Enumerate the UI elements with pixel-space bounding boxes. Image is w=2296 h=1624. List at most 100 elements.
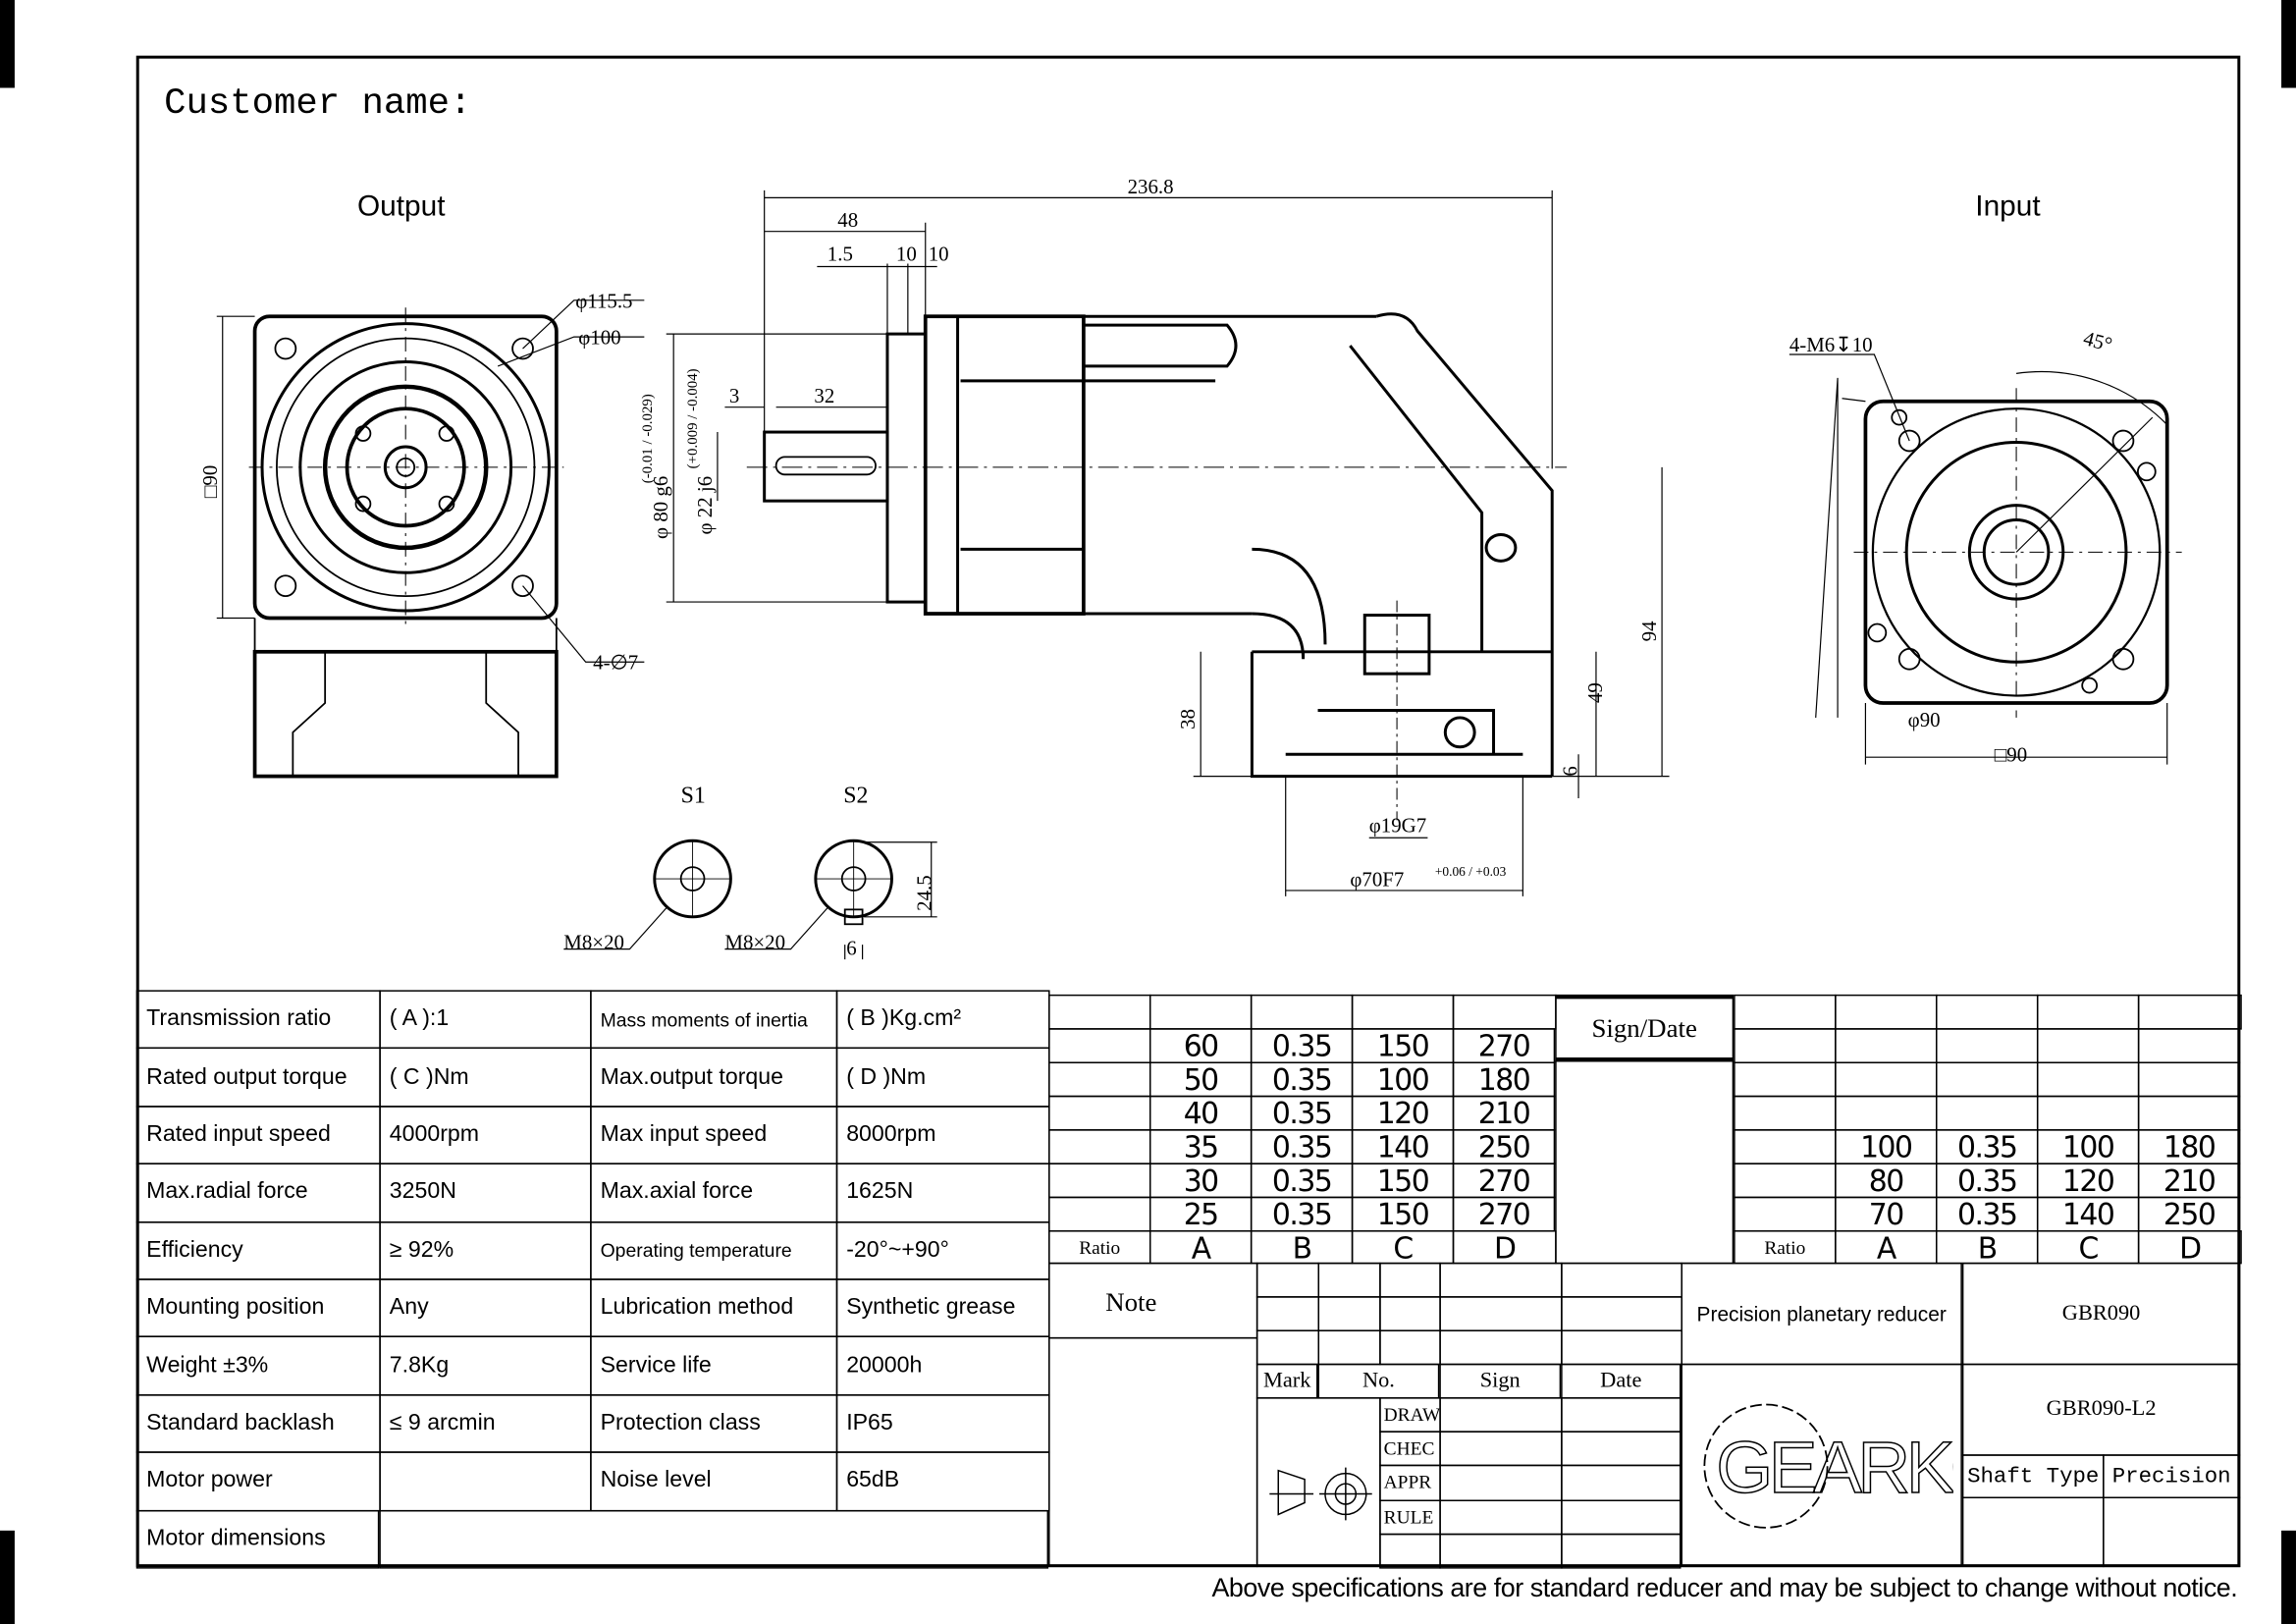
ratio-value: 0.35	[1250, 1061, 1354, 1098]
ratio-value: 150	[1351, 1163, 1455, 1199]
ratio-header: C	[2036, 1230, 2140, 1265]
ratio-table-cell	[1734, 1028, 1837, 1063]
ratio-value: 250	[1452, 1129, 1556, 1164]
ratio-value: 210	[2137, 1163, 2241, 1199]
ratio-header: Ratio	[1048, 1230, 1151, 1265]
ratio-header: B	[1250, 1230, 1354, 1265]
ratio-value: 250	[2137, 1196, 2241, 1232]
spec-label: Mass moments of inertia	[590, 990, 838, 1050]
customer-name-label: Customer name:	[164, 81, 472, 125]
ratio-table-cell	[1734, 1129, 1837, 1164]
spec-value: Any	[379, 1278, 592, 1338]
input-holes-dim: 4-M6↧10	[1789, 333, 1873, 356]
ratio-table-cell	[1148, 994, 1253, 1030]
precision-value	[2103, 1496, 2241, 1568]
spec-value: ( C )Nm	[379, 1048, 592, 1108]
ratio-value	[1835, 1095, 1938, 1131]
sign-date-label: Sign/Date	[1555, 994, 1735, 1062]
ratio-value: 100	[1351, 1061, 1455, 1098]
ratio-value: 30	[1148, 1163, 1253, 1199]
ratio-value	[1936, 1095, 2039, 1131]
shaft-sections	[563, 839, 937, 960]
ratio-table-cell	[1734, 1196, 1837, 1232]
approval-sign-cell	[1439, 1431, 1563, 1467]
precision-label: Precision	[2103, 1454, 2241, 1499]
spec-label: Service life	[590, 1336, 838, 1396]
spec-label: Mounting position	[135, 1278, 381, 1338]
spec-value: 20000h	[835, 1336, 1050, 1396]
section-s2-label: S2	[843, 783, 868, 808]
ratio-value	[2036, 1095, 2140, 1131]
output-view-label: Output	[356, 189, 446, 223]
height-38-dim: 38	[1176, 709, 1200, 730]
approval-appr-label: APPR	[1379, 1465, 1441, 1501]
ratio-table-cell	[1048, 1129, 1151, 1164]
height-6-dim: 6	[1559, 766, 1582, 776]
key-height-dim: 24.5	[913, 875, 936, 911]
ratio-value: 180	[1452, 1061, 1556, 1098]
approval-date-cell	[1561, 1431, 1682, 1467]
ratio-value	[2036, 1061, 2140, 1098]
date-header: Date	[1561, 1363, 1682, 1399]
spec-value: Synthetic grease	[835, 1278, 1050, 1338]
spigot-dim: φ70F7	[1350, 867, 1404, 891]
key-length-dim: 32	[814, 384, 834, 407]
shaft-tolerance: (+0.009 / -0.004)	[685, 368, 701, 468]
ratio-value: 150	[1351, 1196, 1455, 1232]
ratio-value: 0.35	[1250, 1028, 1354, 1063]
ratio-value: 140	[2036, 1196, 2140, 1232]
product-name: Precision planetary reducer	[1681, 1262, 1962, 1366]
thread-s2-dim: M8×20	[724, 931, 785, 954]
ratio-value: 0.35	[1250, 1129, 1354, 1164]
revision-cell	[1561, 1262, 1682, 1298]
side-view	[746, 312, 1568, 821]
ratio-table-cell	[1734, 1095, 1837, 1131]
spigot-tolerance: +0.06 / +0.03	[1435, 864, 1507, 879]
model-number: GBR090	[1961, 1262, 2241, 1366]
spec-value: ( B )Kg.cm²	[835, 990, 1050, 1050]
ratio-value	[2036, 1028, 2140, 1063]
approval-sign-cell	[1439, 1465, 1563, 1501]
spec-label: Lubrication method	[590, 1278, 838, 1338]
ratio-table-cell	[1048, 1163, 1151, 1199]
ratio-value: 150	[1351, 1028, 1455, 1063]
shaft-diameter-dim: φ 22 j6	[693, 476, 717, 535]
revision-cell	[1439, 1329, 1563, 1366]
ratio-value: 180	[2137, 1129, 2241, 1164]
flange-pcd-dim: φ100	[578, 326, 620, 350]
revision-cell	[1317, 1329, 1381, 1366]
ratio-value: 80	[1835, 1163, 1938, 1199]
approval-sign-cell	[1439, 1533, 1563, 1569]
note-area	[1048, 1336, 1258, 1568]
dimension-lines	[666, 189, 1670, 896]
ratio-table-cell	[1048, 1028, 1151, 1063]
ratio-value: 0.35	[1936, 1129, 2039, 1164]
ratio-table-cell	[1048, 1196, 1151, 1232]
angle-dim: 45°	[2081, 326, 2114, 356]
ratio-table-cell	[1452, 994, 1557, 1030]
ratio-value	[1835, 1061, 1938, 1098]
step-dim: 1.5	[828, 243, 853, 266]
ratio-header: D	[2137, 1230, 2242, 1265]
ratio-value: 270	[1452, 1196, 1556, 1232]
spec-label: Protection class	[590, 1393, 838, 1454]
thread-s1-dim: M8×20	[563, 931, 624, 954]
spec-label: Motor power	[135, 1451, 381, 1511]
ratio-table-cell	[1351, 994, 1455, 1030]
company-logo: GEARKO	[1681, 1363, 1962, 1568]
ratio-value	[1936, 1028, 2039, 1063]
ratio-table-cell	[1048, 994, 1151, 1030]
overall-length-dim: 236.8	[1128, 175, 1174, 198]
sheet-corner-mark	[2281, 1530, 2296, 1624]
spec-value: 7.8Kg	[379, 1336, 592, 1396]
ratio-value: 0.35	[1936, 1196, 2039, 1232]
revision-cell	[1379, 1329, 1441, 1366]
flange-outer-dim: φ115.5	[575, 289, 632, 312]
spec-value	[379, 1451, 592, 1511]
spec-value: 4000rpm	[379, 1105, 592, 1165]
spec-value	[379, 1509, 1049, 1569]
input-pcd-dim: φ90	[1908, 708, 1941, 731]
ratio-value: 0.35	[1250, 1196, 1354, 1232]
revision-cell	[1255, 1296, 1320, 1331]
ratio-value: 60	[1148, 1028, 1253, 1063]
